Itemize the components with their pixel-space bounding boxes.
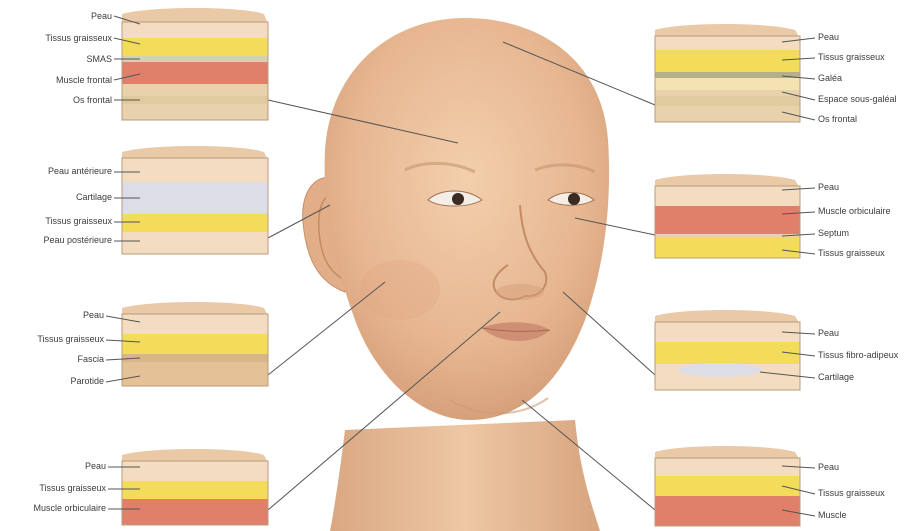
label-cartilage: Cartilage	[818, 372, 854, 383]
label-os-frontal: Os frontal	[73, 95, 112, 106]
head-illustration	[303, 18, 609, 531]
panel-scalp	[655, 24, 800, 122]
panel-lip	[122, 449, 268, 525]
label-septum: Septum	[818, 228, 849, 239]
label-parotide: Parotide	[70, 376, 104, 387]
label-muscle-orbiculaire: Muscle orbiculaire	[818, 206, 891, 217]
panel-cheek	[122, 302, 268, 386]
label-tissus-graisseux: Tissus graisseux	[818, 248, 885, 259]
label-os-frontal: Os frontal	[818, 114, 857, 125]
panel-ear	[122, 146, 268, 254]
label-peau: Peau	[818, 328, 839, 339]
label-peau: Peau	[83, 310, 104, 321]
label-peau: Peau	[818, 32, 839, 43]
panel-forehead	[122, 8, 268, 120]
label-peau: Peau	[818, 182, 839, 193]
panel-eyelid	[655, 174, 800, 258]
label-tissus-graisseux: Tissus graisseux	[45, 216, 112, 227]
panel-chin	[655, 446, 800, 526]
label-peau-posterieure: Peau postérieure	[43, 235, 112, 246]
label-tissus-fibro-adipeux: Tissus fibro-adipeux	[818, 350, 898, 361]
label-galea: Galéa	[818, 73, 842, 84]
label-muscle-orbiculaire: Muscle orbiculaire	[33, 503, 106, 514]
label-peau: Peau	[91, 11, 112, 22]
label-muscle: Muscle	[818, 510, 847, 521]
label-peau: Peau	[818, 462, 839, 473]
face-outline	[325, 18, 610, 420]
label-peau-anterieure: Peau antérieure	[48, 166, 112, 177]
label-tissus-graisseux: Tissus graisseux	[818, 52, 885, 63]
neck	[330, 420, 600, 531]
label-tissus-graisseux: Tissus graisseux	[39, 483, 106, 494]
label-smas: SMAS	[86, 54, 112, 65]
label-peau: Peau	[85, 461, 106, 472]
label-muscle-frontal: Muscle frontal	[56, 75, 112, 86]
label-tissus-graisseux: Tissus graisseux	[37, 334, 104, 345]
label-tissus-graisseux: Tissus graisseux	[45, 33, 112, 44]
label-tissus-graisseux: Tissus graisseux	[818, 488, 885, 499]
label-espace-sous-galeal: Espace sous-galéal	[818, 94, 897, 105]
label-cartilage: Cartilage	[76, 192, 112, 203]
label-fascia: Fascia	[77, 354, 104, 365]
panel-nose	[655, 310, 800, 390]
